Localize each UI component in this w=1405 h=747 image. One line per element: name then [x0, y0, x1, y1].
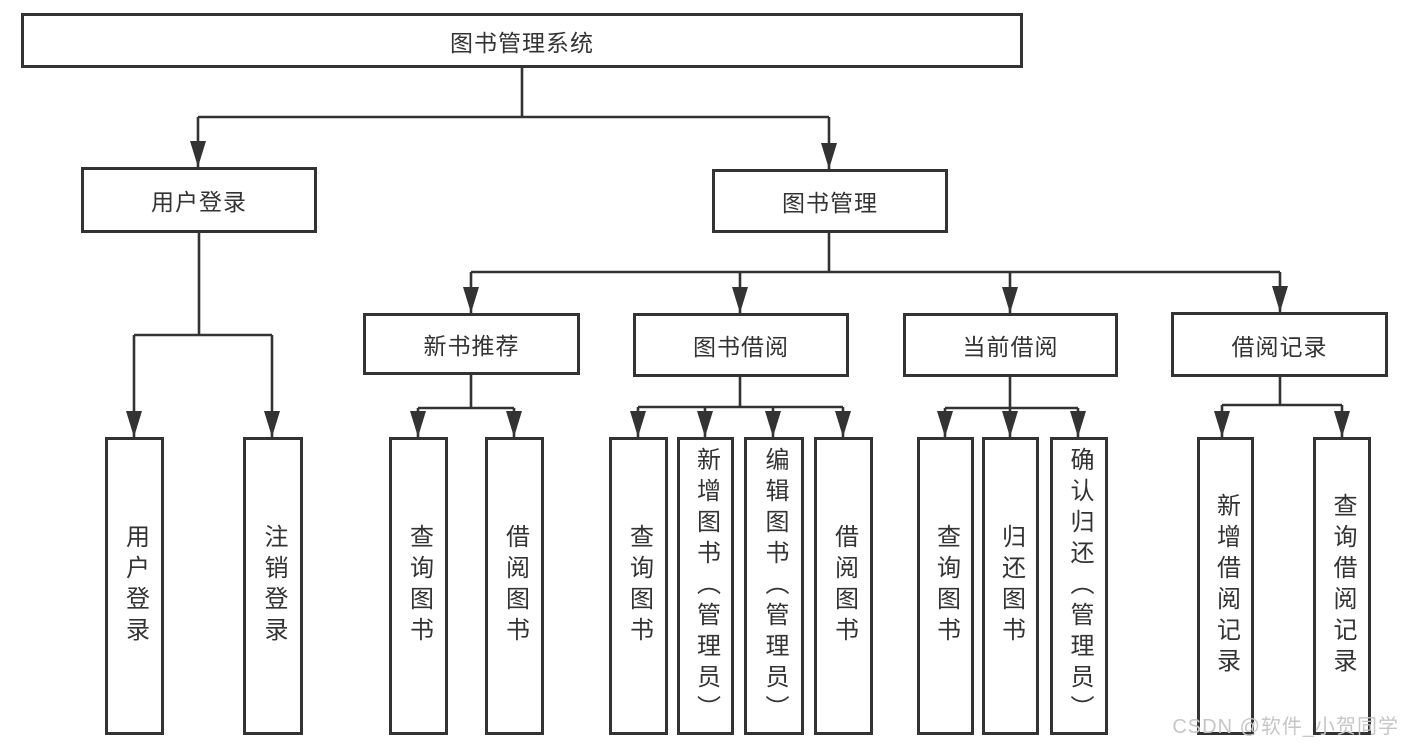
- leaf-bb-add-book-admin: 新增图书（管理员）: [677, 437, 734, 735]
- node-book-borrow: 图书借阅: [633, 313, 849, 377]
- node-root-library-system: 图书管理系统: [21, 13, 1023, 68]
- node-user-login: 用户登录: [81, 167, 317, 233]
- leaf-br-query-record: 查询借阅记录: [1313, 437, 1371, 735]
- node-new-book-recommend: 新书推荐: [363, 313, 580, 375]
- leaf-br-add-record: 新增借阅记录: [1197, 437, 1254, 735]
- leaf-cb-query-book: 查询图书: [917, 437, 974, 735]
- leaf-cb-return-book: 归还图书: [982, 437, 1039, 735]
- leaf-cb-confirm-return-admin: 确认归还（管理员）: [1050, 437, 1108, 735]
- connector-bars: [134, 67, 1342, 410]
- leaf-nbr-query-book: 查询图书: [389, 437, 448, 735]
- node-book-management: 图书管理: [712, 169, 948, 233]
- leaf-nbr-borrow-book: 借阅图书: [485, 437, 544, 735]
- node-current-borrow: 当前借阅: [903, 313, 1118, 377]
- csdn-watermark: CSDN @软件_小贺同学: [1172, 716, 1399, 738]
- connector-arrows: [126, 117, 1350, 437]
- leaf-logout: 注销登录: [243, 437, 303, 735]
- leaf-bb-edit-book-admin: 编辑图书（管理员）: [744, 437, 804, 735]
- leaf-bb-borrow-book: 借阅图书: [814, 437, 873, 735]
- leaf-user-login: 用户登录: [105, 437, 164, 735]
- leaf-bb-query-book: 查询图书: [609, 437, 668, 735]
- node-borrow-records: 借阅记录: [1171, 312, 1388, 377]
